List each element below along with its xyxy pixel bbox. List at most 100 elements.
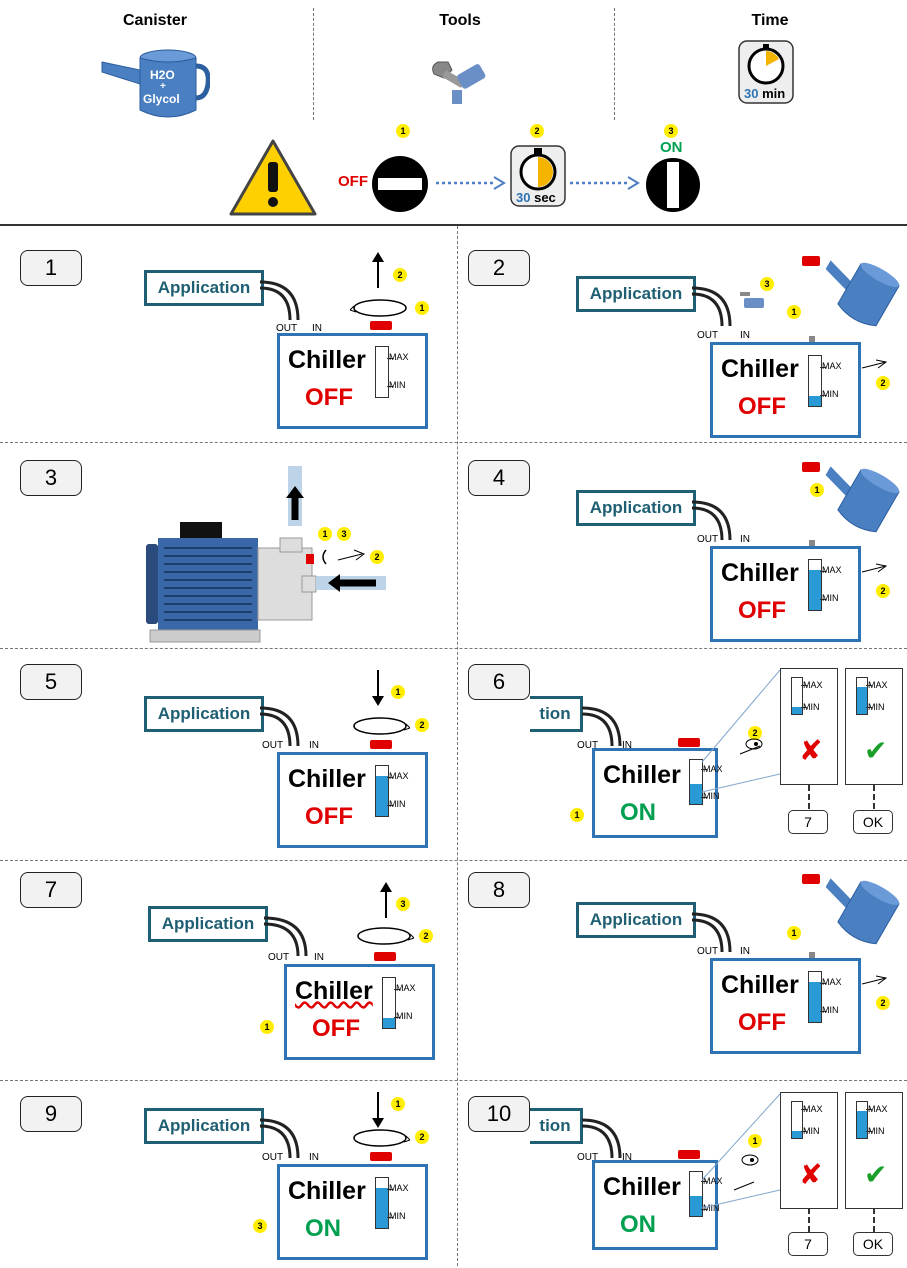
filler-neck (809, 336, 815, 342)
cross-icon: ✘ (799, 1159, 823, 1190)
badge-1: 1 (396, 124, 410, 138)
level-gauge (375, 346, 389, 398)
filler-cap[interactable] (374, 952, 396, 961)
max-label: MAX (389, 352, 409, 362)
filler-cap[interactable] (678, 1150, 700, 1159)
power-off-switch-icon[interactable] (370, 154, 430, 214)
hose-icon (691, 286, 732, 327)
filler-cap[interactable] (370, 321, 392, 330)
result-ok[interactable]: OK (853, 810, 893, 834)
chiller-state: OFF (305, 803, 353, 830)
max-label: MAX (868, 680, 888, 690)
badge-2: 2 (393, 268, 407, 282)
hose-icon (259, 1118, 300, 1159)
chiller-label: Chiller (295, 977, 373, 1005)
level-gauge (808, 971, 822, 1023)
max-label: MAX (803, 680, 823, 690)
stopwatch-icon (738, 40, 794, 104)
canister-icon (825, 878, 900, 945)
canister-h2o-label: H2O (150, 68, 175, 82)
result-ok[interactable]: OK (853, 1232, 893, 1256)
max-label: MAX (389, 1183, 409, 1193)
min-label: MIN (822, 1005, 839, 1015)
filler-cap[interactable] (678, 738, 700, 747)
removed-cap (802, 874, 820, 884)
switch-on-label: ON (660, 139, 683, 156)
out-label: OUT (697, 534, 719, 545)
hose-icon (581, 706, 622, 747)
application-box: Application (144, 696, 264, 732)
rotate-cap-icon (353, 1129, 410, 1147)
chiller-state: ON (620, 799, 656, 826)
badge-2: 2 (370, 550, 384, 564)
min-label: MIN (703, 791, 720, 801)
application-box: Application (576, 902, 696, 938)
chiller-state: OFF (738, 1009, 786, 1036)
go-to-step-7[interactable]: 7 (788, 1232, 828, 1256)
badge-3: 3 (760, 277, 774, 291)
badge-2: 2 (876, 996, 890, 1010)
step-number: 6 (468, 664, 530, 700)
min-label: MIN (822, 389, 839, 399)
step-number: 1 (20, 250, 82, 286)
level-gauge (808, 559, 822, 611)
zoom-lines (701, 1093, 781, 1209)
row-divider (0, 648, 907, 649)
row-divider (0, 442, 907, 443)
chiller-unit: Chiller OFF MAX MIN (710, 958, 861, 1054)
max-label: MAX (396, 983, 416, 993)
chiller-state: OFF (738, 393, 786, 420)
chiller-state: ON (305, 1215, 341, 1242)
time-title: Time (751, 12, 789, 29)
chiller-label: Chiller (721, 559, 799, 587)
chiller-unit: Chiller ON MAX MIN (592, 1160, 723, 1250)
switch-off-label: OFF (338, 173, 368, 190)
max-label: MAX (703, 764, 723, 774)
chiller-label: Chiller (721, 971, 799, 999)
chiller-unit: Chiller OFF MAX MIN (284, 964, 435, 1060)
chiller-label: Chiller (603, 1173, 681, 1201)
chiller-unit: Chiller OFF MAX MIN (710, 342, 861, 438)
power-on-switch-icon[interactable] (644, 156, 702, 214)
canister-icon (825, 260, 900, 327)
hose-icon (259, 280, 300, 321)
header-separator (0, 224, 907, 226)
badge-2: 2 (876, 376, 890, 390)
min-label: MIN (389, 380, 406, 390)
go-to-step-7[interactable]: 7 (788, 810, 828, 834)
badge-1: 1 (318, 527, 332, 541)
badge-1: 1 (260, 1020, 274, 1034)
eye-check-icon (861, 563, 888, 573)
application-box: Application (576, 276, 696, 312)
max-label: MAX (822, 565, 842, 575)
max-label: MAX (803, 1104, 823, 1114)
row-divider (0, 1080, 907, 1081)
application-box: Application (576, 490, 696, 526)
rotate-cap-icon (357, 927, 414, 945)
chiller-label: Chiller (288, 346, 366, 374)
filler-neck (809, 540, 815, 546)
step-number: 10 (468, 1096, 530, 1132)
filler-cap[interactable] (370, 740, 392, 749)
row-divider (0, 860, 907, 861)
badge-1: 1 (391, 685, 405, 699)
wrench-tool-icon (740, 292, 764, 308)
canister-icon (101, 49, 210, 118)
filler-cap[interactable] (370, 1152, 392, 1161)
chiller-unit: Chiller ON MAX MIN (592, 748, 723, 838)
wrench-tool-icon (432, 61, 486, 104)
badge-1: 1 (570, 808, 584, 822)
step-number: 9 (20, 1096, 82, 1132)
in-label: IN (740, 946, 750, 957)
out-label: OUT (577, 740, 599, 751)
eye-check-icon (861, 975, 888, 985)
min-label: MIN (396, 1011, 413, 1021)
chiller-label: Chiller (288, 1177, 366, 1205)
badge-3: 3 (396, 897, 410, 911)
out-label: OUT (276, 323, 298, 334)
badge-2: 2 (419, 929, 433, 943)
step-number: 7 (20, 872, 82, 908)
in-label: IN (312, 323, 322, 334)
min-label: MIN (803, 1126, 820, 1136)
badge-1: 1 (415, 301, 429, 315)
